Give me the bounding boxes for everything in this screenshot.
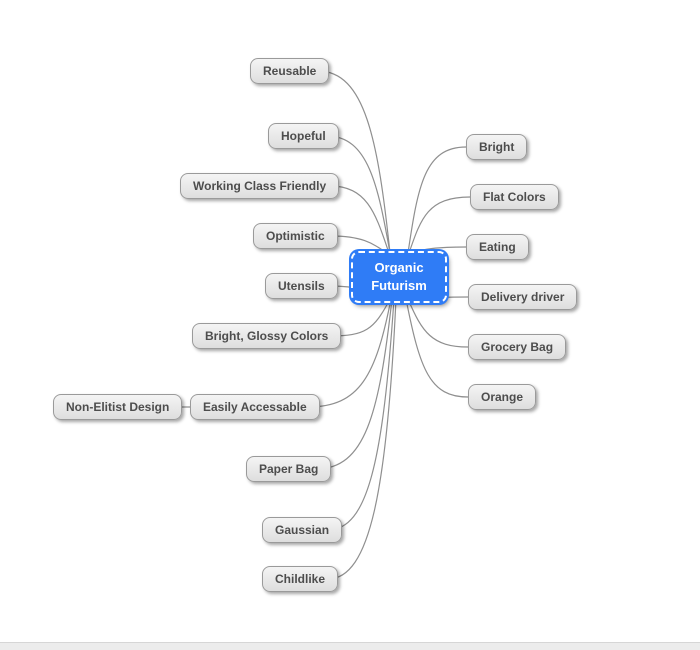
horizontal-scrollbar[interactable] xyxy=(0,642,700,650)
edge-root-bright xyxy=(407,146,467,254)
node-optimistic[interactable]: Optimistic xyxy=(253,223,338,249)
node-working-class-friendly[interactable]: Working Class Friendly xyxy=(180,173,340,199)
edge-root-easily-accessable xyxy=(307,298,392,408)
edge-root-flat-colors xyxy=(408,196,471,254)
edge-root-grocery-bag xyxy=(407,298,469,348)
node-flat-colors[interactable]: Flat Colors xyxy=(470,184,559,210)
node-bright[interactable]: Bright xyxy=(466,134,528,160)
root-node-organic-futurism[interactable]: Organic Futurism xyxy=(351,251,447,304)
edge-root-reusable xyxy=(317,70,391,254)
node-delivery-driver[interactable]: Delivery driver xyxy=(468,284,578,310)
node-easily-accessable[interactable]: Easily Accessable xyxy=(190,394,320,420)
node-grocery-bag[interactable]: Grocery Bag xyxy=(468,334,567,360)
node-non-elitist-design[interactable]: Non-Elitist Design xyxy=(53,394,183,420)
node-bright-glossy-colors[interactable]: Bright, Glossy Colors xyxy=(192,323,342,349)
node-hopeful[interactable]: Hopeful xyxy=(268,123,339,149)
node-orange[interactable]: Orange xyxy=(468,384,537,410)
edge-root-hopeful xyxy=(326,135,391,254)
node-utensils[interactable]: Utensils xyxy=(265,273,338,299)
node-childlike[interactable]: Childlike xyxy=(262,566,339,592)
node-paper-bag[interactable]: Paper Bag xyxy=(246,456,332,482)
edge-root-childlike xyxy=(327,298,397,580)
edge-root-optimistic xyxy=(330,235,388,254)
edge-root-working-class xyxy=(329,185,390,254)
edge-root-gaussian xyxy=(327,298,395,531)
node-gaussian[interactable]: Gaussian xyxy=(262,517,343,543)
edge-root-orange xyxy=(405,298,469,398)
edge-root-paper-bag xyxy=(315,298,393,470)
node-eating[interactable]: Eating xyxy=(466,234,529,260)
node-reusable[interactable]: Reusable xyxy=(250,58,330,84)
